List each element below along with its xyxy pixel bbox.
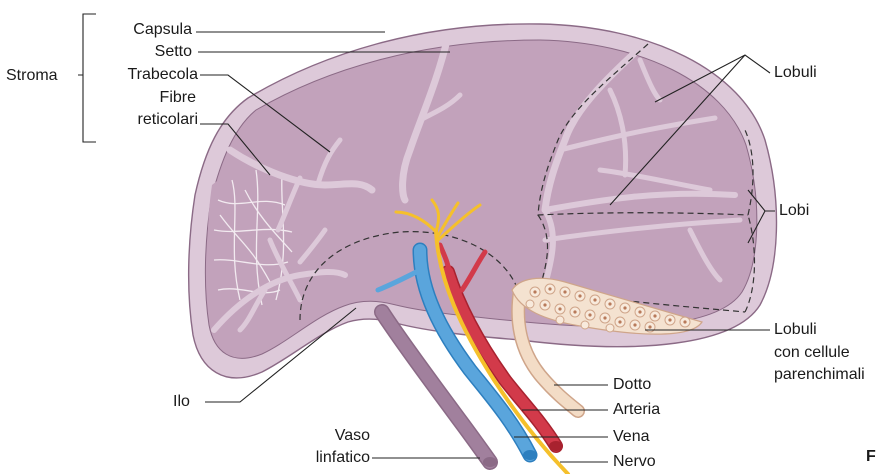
label-arteria: Arteria [613,400,660,419]
label-fibre: Fibre [160,88,196,107]
label-reticolari: reticolari [138,110,198,129]
label-lobuli: Lobuli [774,63,817,82]
label-dotto: Dotto [613,375,651,394]
label-lobuli-cellule-3: parenchimali [774,365,865,384]
label-vena: Vena [613,427,649,446]
figure-corner-label: F [866,448,876,466]
label-lobuli-cellule-1: Lobuli [774,320,817,339]
stroma-bracket [78,14,96,142]
label-nervo: Nervo [613,452,656,471]
label-trabecola: Trabecola [127,65,198,84]
label-ilo: Ilo [173,392,190,411]
label-lobi: Lobi [779,201,809,220]
label-linfatico: linfatico [316,448,370,467]
label-setto: Setto [155,42,192,61]
label-capsula: Capsula [133,20,192,39]
label-stroma: Stroma [6,66,58,85]
label-lobuli-cellule-2: con cellule [774,343,850,362]
label-vaso: Vaso [335,426,370,445]
